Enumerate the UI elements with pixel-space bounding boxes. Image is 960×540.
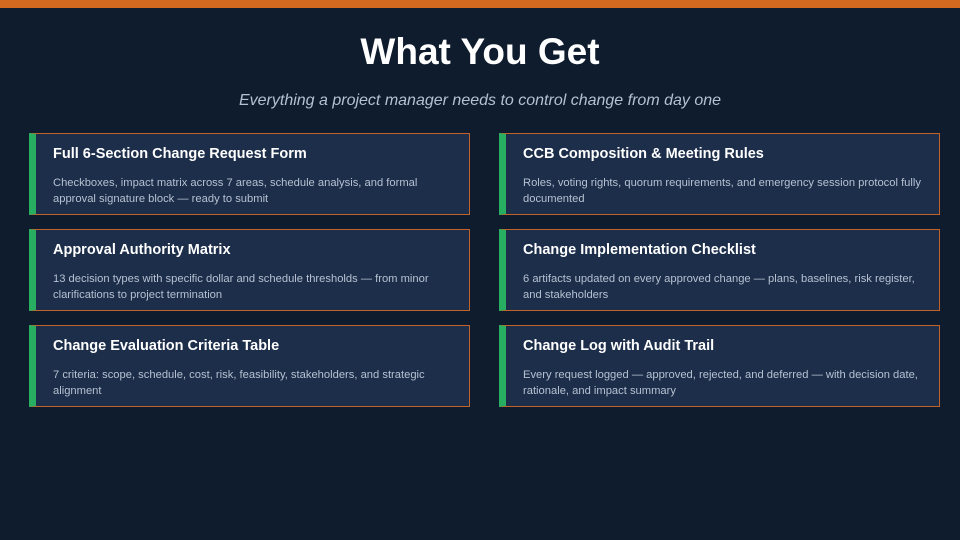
feature-card-change-request-form: Full 6-Section Change Request Form Check… <box>29 133 470 215</box>
slide-title: What You Get <box>360 31 600 72</box>
card-description: 13 decision types with specific dollar a… <box>53 273 429 301</box>
card-title: Full 6-Section Change Request Form <box>53 146 307 162</box>
card-title: Change Implementation Checklist <box>523 242 756 258</box>
card-description: Every request logged — approved, rejecte… <box>523 369 918 397</box>
top-accent-bar <box>0 0 960 8</box>
card-title: Approval Authority Matrix <box>53 242 231 258</box>
card-description: Roles, voting rights, quorum requirement… <box>523 177 921 205</box>
slide-subtitle: Everything a project manager needs to co… <box>238 92 722 109</box>
card-description: Checkboxes, impact matrix across 7 areas… <box>53 177 418 205</box>
feature-card-ccb-composition: CCB Composition & Meeting Rules Roles, v… <box>499 133 940 215</box>
card-title: Change Log with Audit Trail <box>523 338 715 354</box>
card-title: Change Evaluation Criteria Table <box>53 338 280 354</box>
card-description: 7 criteria: scope, schedule, cost, risk,… <box>53 369 425 397</box>
feature-card-approval-authority-matrix: Approval Authority Matrix 13 decision ty… <box>29 229 470 311</box>
feature-card-evaluation-criteria: Change Evaluation Criteria Table 7 crite… <box>29 325 470 407</box>
card-description: 6 artifacts updated on every approved ch… <box>523 273 915 301</box>
feature-card-implementation-checklist: Change Implementation Checklist 6 artifa… <box>499 229 940 311</box>
card-title: CCB Composition & Meeting Rules <box>523 146 764 162</box>
feature-card-change-log: Change Log with Audit Trail Every reques… <box>499 325 940 407</box>
